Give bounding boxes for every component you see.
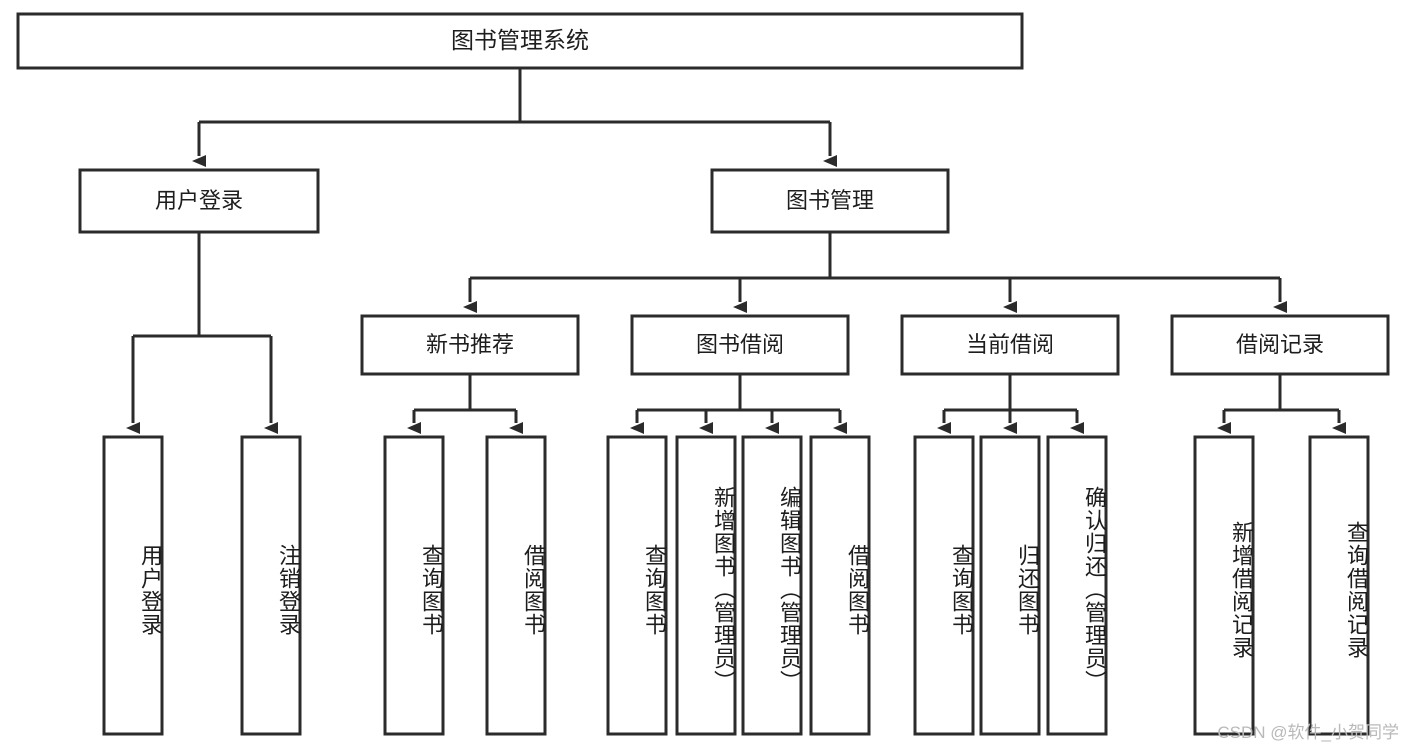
node-l3-借阅记录[interactable]: 借阅记录: [1170, 314, 1390, 376]
node-l3-新书推荐[interactable]: 新书推荐: [360, 314, 580, 376]
connector-layer: [126, 68, 1346, 434]
node-leaf-7-借阅图书[interactable]: [809, 435, 871, 736]
node-leaf-8-查询图书[interactable]: [913, 435, 975, 736]
node-leaf-9-归还图书[interactable]: [979, 435, 1041, 736]
node-leaf-5-新增图书管理员[interactable]: [675, 435, 737, 736]
node-label: 用户登录: [155, 188, 243, 213]
node-leaf-11-新增借阅记录[interactable]: [1193, 435, 1255, 736]
node-l3-图书借阅[interactable]: 图书借阅: [630, 314, 850, 376]
node-leaf-12-查询借阅记录[interactable]: [1308, 435, 1370, 736]
node-label: 图书管理: [786, 188, 874, 213]
node-leaf-3-借阅图书[interactable]: [485, 435, 547, 736]
watermark-text: CSDN @软件_小贺同学: [1217, 723, 1399, 742]
node-leaf-10-确认归还管理员[interactable]: [1046, 435, 1108, 736]
node-leaf-6-编辑图书管理员[interactable]: [741, 435, 803, 736]
node-label: 图书管理系统: [451, 27, 589, 53]
node-label: 当前借阅: [966, 332, 1054, 357]
node-leaf-1-注销登录[interactable]: [240, 435, 302, 736]
node-label: 图书借阅: [696, 332, 784, 357]
node-l3-当前借阅[interactable]: 当前借阅: [900, 314, 1120, 376]
node-label: 借阅记录: [1236, 332, 1324, 357]
node-leaf-4-查询图书[interactable]: [606, 435, 668, 736]
node-root-图书管理系统[interactable]: 图书管理系统: [16, 12, 1024, 70]
node-leaf-2-查询图书[interactable]: [383, 435, 445, 736]
node-l2-图书管理[interactable]: 图书管理: [710, 168, 950, 234]
node-l2-用户登录[interactable]: 用户登录: [78, 168, 320, 234]
node-label: 新书推荐: [426, 332, 514, 357]
node-leaf-0-用户登录[interactable]: [102, 435, 164, 736]
